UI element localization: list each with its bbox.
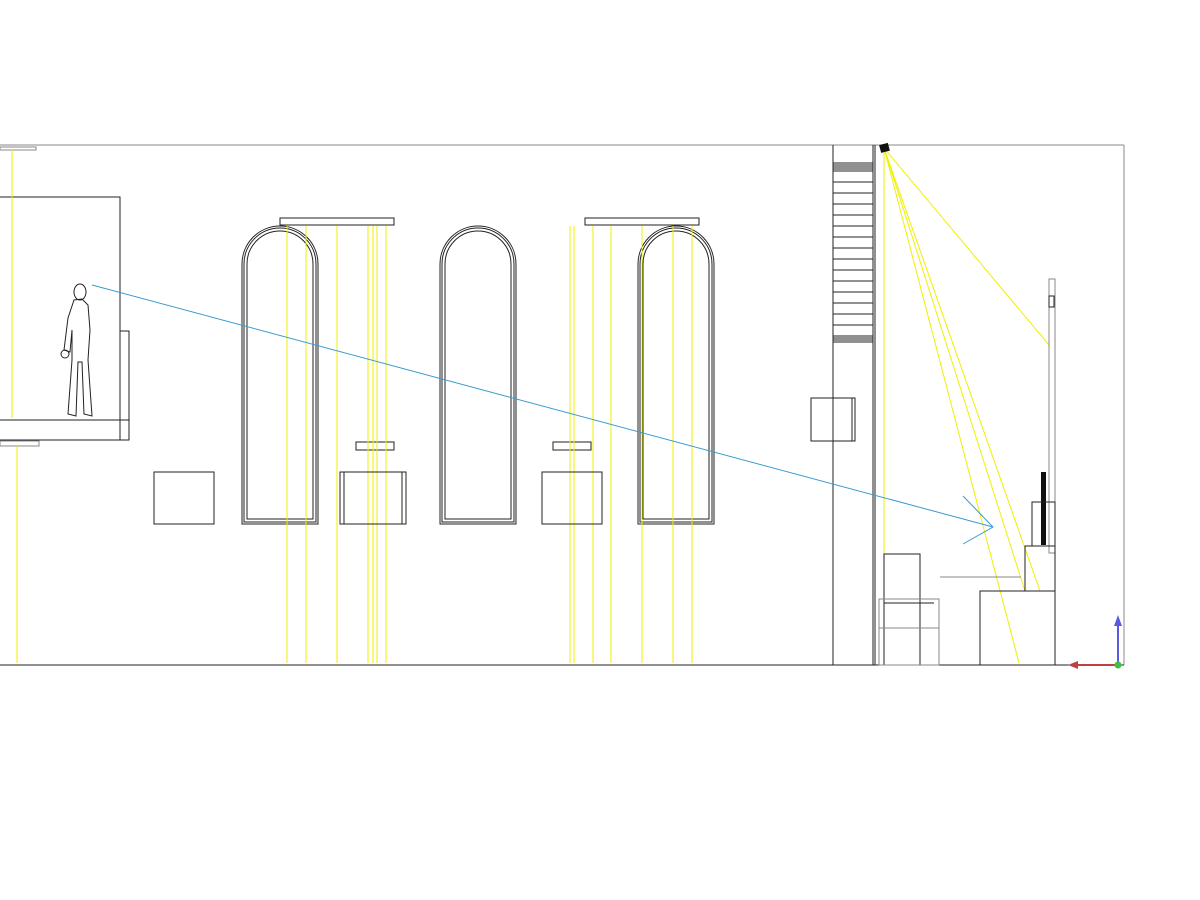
arched-window: [439, 225, 517, 525]
mezzanine: [0, 146, 130, 663]
stage-area: [878, 278, 1056, 666]
human-figure-icon: [60, 283, 93, 417]
arched-windows: [241, 225, 715, 525]
cabinet: [883, 553, 921, 666]
desk: [878, 598, 940, 666]
ceiling-light-fixture: [0, 146, 37, 151]
arched-window: [637, 225, 715, 525]
wall-panel: [810, 397, 856, 442]
mezzanine-box: [0, 196, 121, 441]
screen-bracket: [1048, 295, 1055, 308]
linear-light-fixture: [584, 217, 700, 226]
projector-ray: [883, 147, 1020, 664]
light-fixtures: [279, 217, 700, 451]
vent-louvers: [833, 162, 873, 343]
stage-block: [979, 590, 1056, 666]
building-outline: [0, 144, 1125, 666]
screen: [1048, 278, 1056, 554]
wall-panels: [153, 397, 856, 525]
projector-ray: [883, 147, 1026, 592]
speaker-column: [1041, 472, 1046, 545]
arched-window: [241, 225, 319, 525]
small-light-fixture: [355, 441, 395, 451]
sight-line: [91, 284, 994, 545]
projector-ray: [883, 147, 1050, 346]
wall-panel: [339, 471, 407, 525]
under-slab-fixture: [0, 440, 40, 447]
wall-panel: [541, 471, 603, 525]
projector-icon: [879, 142, 890, 153]
wall-panel: [153, 471, 215, 525]
ucs-axes-icon[interactable]: [1068, 615, 1122, 669]
mezzanine-railing: [119, 330, 130, 441]
small-light-fixture: [552, 441, 592, 451]
linear-light-fixture: [279, 217, 395, 226]
projector-ray: [883, 147, 1041, 592]
